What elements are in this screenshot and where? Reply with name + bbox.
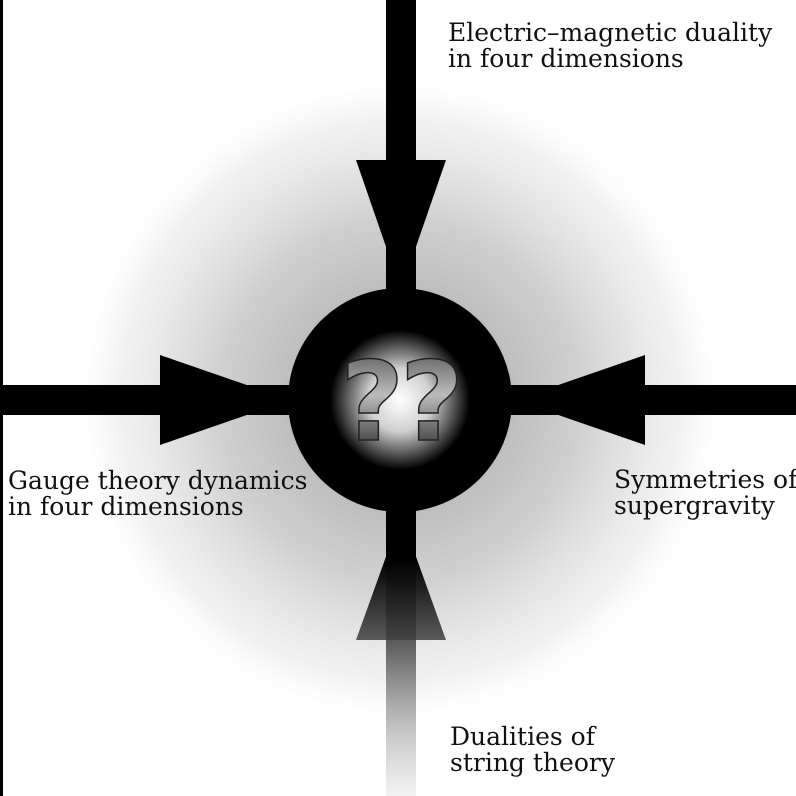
- label-right-line1: Symmetries of: [614, 467, 796, 493]
- label-left-line1: Gauge theory dynamics: [8, 468, 307, 494]
- label-bottom-input: Dualities of string theory: [450, 724, 615, 776]
- label-top-input: Electric–magnetic duality in four dimens…: [448, 20, 772, 72]
- label-left-input: Gauge theory dynamics in four dimensions: [8, 468, 307, 520]
- label-right-input: Symmetries of supergravity: [614, 467, 796, 519]
- label-left-line2: in four dimensions: [8, 494, 307, 520]
- label-top-line1: Electric–magnetic duality: [448, 20, 772, 46]
- label-top-line2: in four dimensions: [448, 46, 772, 72]
- label-bottom-line1: Dualities of: [450, 724, 615, 750]
- label-bottom-line2: string theory: [450, 750, 615, 776]
- label-right-line2: supergravity: [614, 493, 796, 519]
- center-question-marks: ??: [340, 338, 460, 466]
